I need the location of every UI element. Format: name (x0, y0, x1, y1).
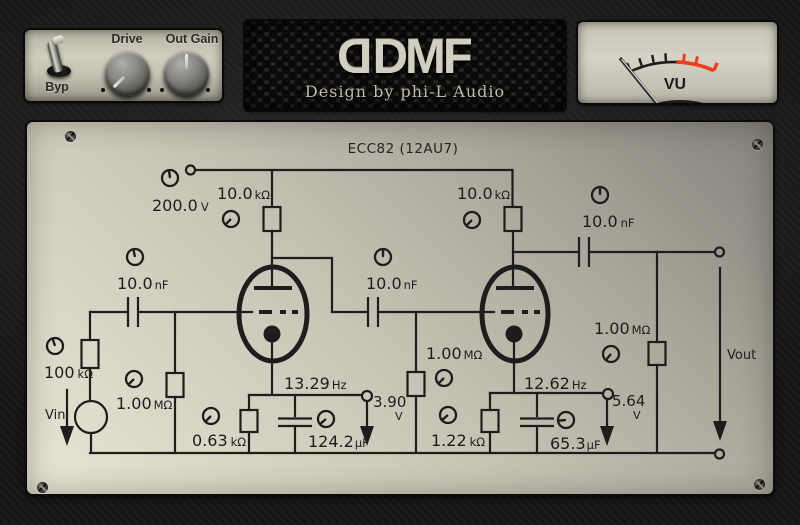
grid-resistor-2-knob[interactable] (434, 368, 454, 388)
brand-logo: DDMF (245, 30, 565, 84)
drive-label: Drive (111, 32, 143, 46)
screw-icon-top-right (752, 139, 763, 150)
vu-needle-pivot (657, 100, 703, 103)
cathode-resistor-1-knob[interactable] (201, 406, 221, 426)
out-gain-knob-pointer (185, 54, 188, 69)
input-resistor-knob[interactable] (45, 336, 65, 356)
out-gain-max-dot (206, 88, 210, 92)
drive-max-dot (147, 88, 151, 92)
input-cap-knob[interactable] (125, 247, 145, 267)
brand-panel: DDMF Design by phi-L Audio (245, 21, 565, 110)
bypass-toggle[interactable] (43, 32, 73, 82)
screw-icon-top-left (65, 131, 76, 142)
drive-min-dot (101, 88, 105, 92)
logo-letters: DMF (372, 30, 473, 84)
drive-knob[interactable] (105, 51, 150, 96)
logo-mirrored-d: D (340, 30, 373, 84)
schematic-panel (27, 122, 773, 494)
output-cap-knob[interactable] (590, 185, 610, 205)
supply-voltage-knob[interactable] (160, 168, 180, 188)
grid-resistor-1-knob[interactable] (124, 369, 144, 389)
plate-resistor-1-knob[interactable] (221, 209, 241, 229)
cathode-cap-1-knob[interactable] (316, 409, 336, 429)
screw-icon-bottom-left (37, 482, 48, 493)
bypass-label: Byp (45, 80, 69, 94)
out-gain-min-dot (160, 88, 164, 92)
vu-meter-graphic: VU (618, 53, 719, 103)
vu-red-zone (676, 60, 715, 73)
cathode-cap-2-knob[interactable] (556, 410, 576, 430)
out-gain-label: Out Gain (165, 32, 219, 46)
screw-icon-bottom-right (754, 479, 765, 490)
interstage-cap-knob[interactable] (373, 247, 393, 267)
load-resistor-knob[interactable] (601, 344, 621, 364)
vu-label: VU (664, 76, 686, 93)
brand-tagline: Design by phi-L Audio (304, 82, 506, 101)
drive-knob-pointer (112, 75, 126, 89)
out-gain-knob[interactable] (164, 51, 209, 96)
vu-meter: VU (578, 22, 777, 103)
plate-resistor-2-knob[interactable] (462, 210, 482, 230)
control-panel: Byp Drive Out Gain (25, 30, 222, 101)
cathode-resistor-2-knob[interactable] (438, 405, 458, 425)
toggle-cap-icon (52, 34, 65, 46)
